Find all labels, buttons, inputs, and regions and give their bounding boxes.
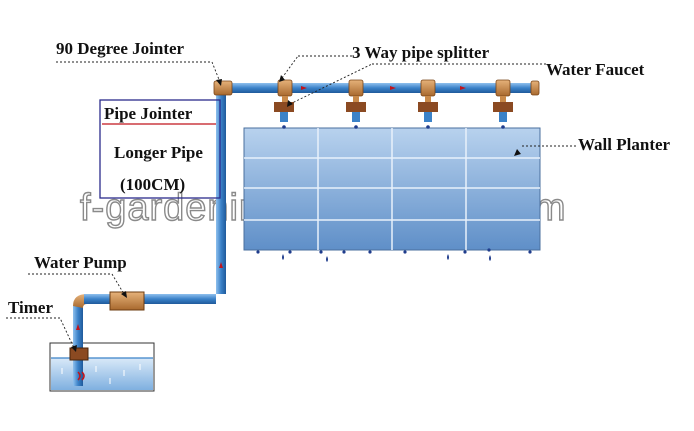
label-pipe-jointer: Pipe Jointer (104, 104, 193, 123)
water-pump-device (109, 291, 145, 311)
label-water-pump: Water Pump (34, 253, 127, 272)
leader-arrowheads (71, 75, 521, 352)
ninety-degree-jointer-fitting (213, 80, 540, 96)
splitter-faucet-1 (274, 79, 294, 122)
pipe-system (73, 83, 534, 386)
timer-device (69, 347, 89, 361)
planter-drip-drops (256, 248, 532, 262)
faucet-drip-drops (282, 125, 505, 129)
flow-arrows (76, 86, 466, 381)
label-90-degree-jointer: 90 Degree Jointer (56, 39, 185, 58)
pipe-jointer-callout-box (99, 99, 221, 199)
splitter-faucet-3 (418, 79, 438, 122)
wall-planter (243, 127, 541, 251)
label-wall-planter: Wall Planter (578, 135, 671, 154)
water-tank (49, 342, 155, 392)
label-longer-pipe: Longer Pipe (114, 143, 203, 162)
label-timer: Timer (8, 298, 53, 317)
leader-lines (6, 55, 578, 349)
splitter-faucet-2 (346, 79, 366, 122)
splitter-faucet-group (274, 79, 513, 122)
label-3-way-pipe-splitter: 3 Way pipe splitter (352, 43, 490, 62)
splitter-faucet-4 (493, 79, 513, 122)
label-water-faucet: Water Faucet (546, 60, 645, 79)
label-longer-pipe-length: (100CM) (120, 175, 185, 194)
